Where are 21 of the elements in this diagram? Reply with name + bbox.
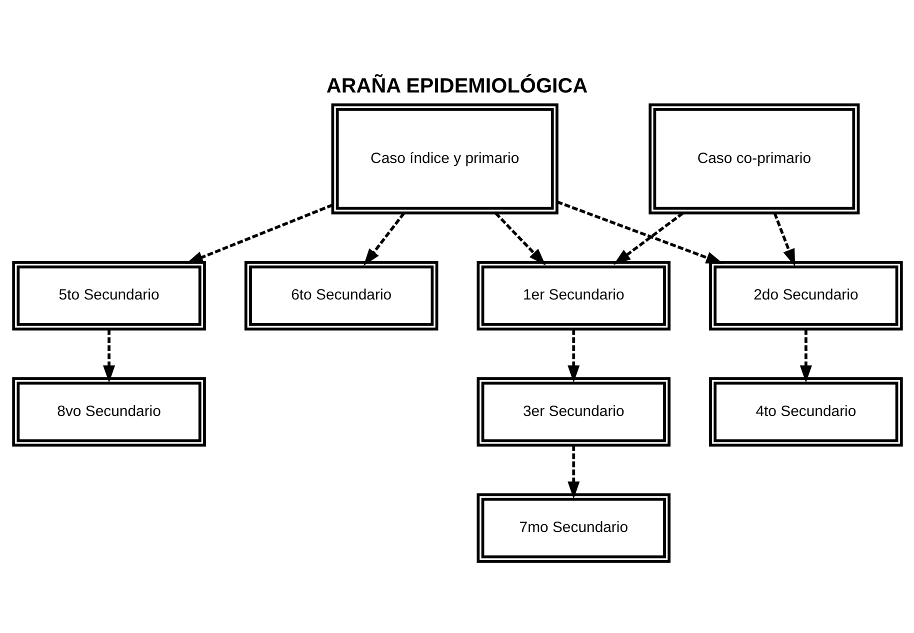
node-box: 1er Secundario xyxy=(476,260,670,330)
node-box: 7mo Secundario xyxy=(476,492,670,562)
node-box: 3er Secundario xyxy=(476,376,670,446)
node-box: 2do Secundario xyxy=(708,260,902,330)
node-box: 8vo Secundario xyxy=(12,376,206,446)
arrow xyxy=(102,328,115,382)
arrow xyxy=(612,212,684,264)
node-box: 4to Secundario xyxy=(708,376,902,446)
node-box: Caso índice y primario xyxy=(330,102,558,214)
arrow xyxy=(494,212,546,265)
arrow xyxy=(772,212,795,266)
node-box: 5to Secundario xyxy=(12,260,206,330)
arrow xyxy=(185,203,333,264)
arrow xyxy=(799,328,812,382)
diagram-title: ARAÑA EPIDEMIOLÓGICA xyxy=(326,74,588,98)
arrow xyxy=(567,328,580,382)
node-box: 6to Secundario xyxy=(244,260,438,330)
arrow xyxy=(556,200,723,264)
arrow xyxy=(363,212,405,266)
node-box: Caso co-primario xyxy=(648,102,860,214)
arrow xyxy=(567,444,580,498)
